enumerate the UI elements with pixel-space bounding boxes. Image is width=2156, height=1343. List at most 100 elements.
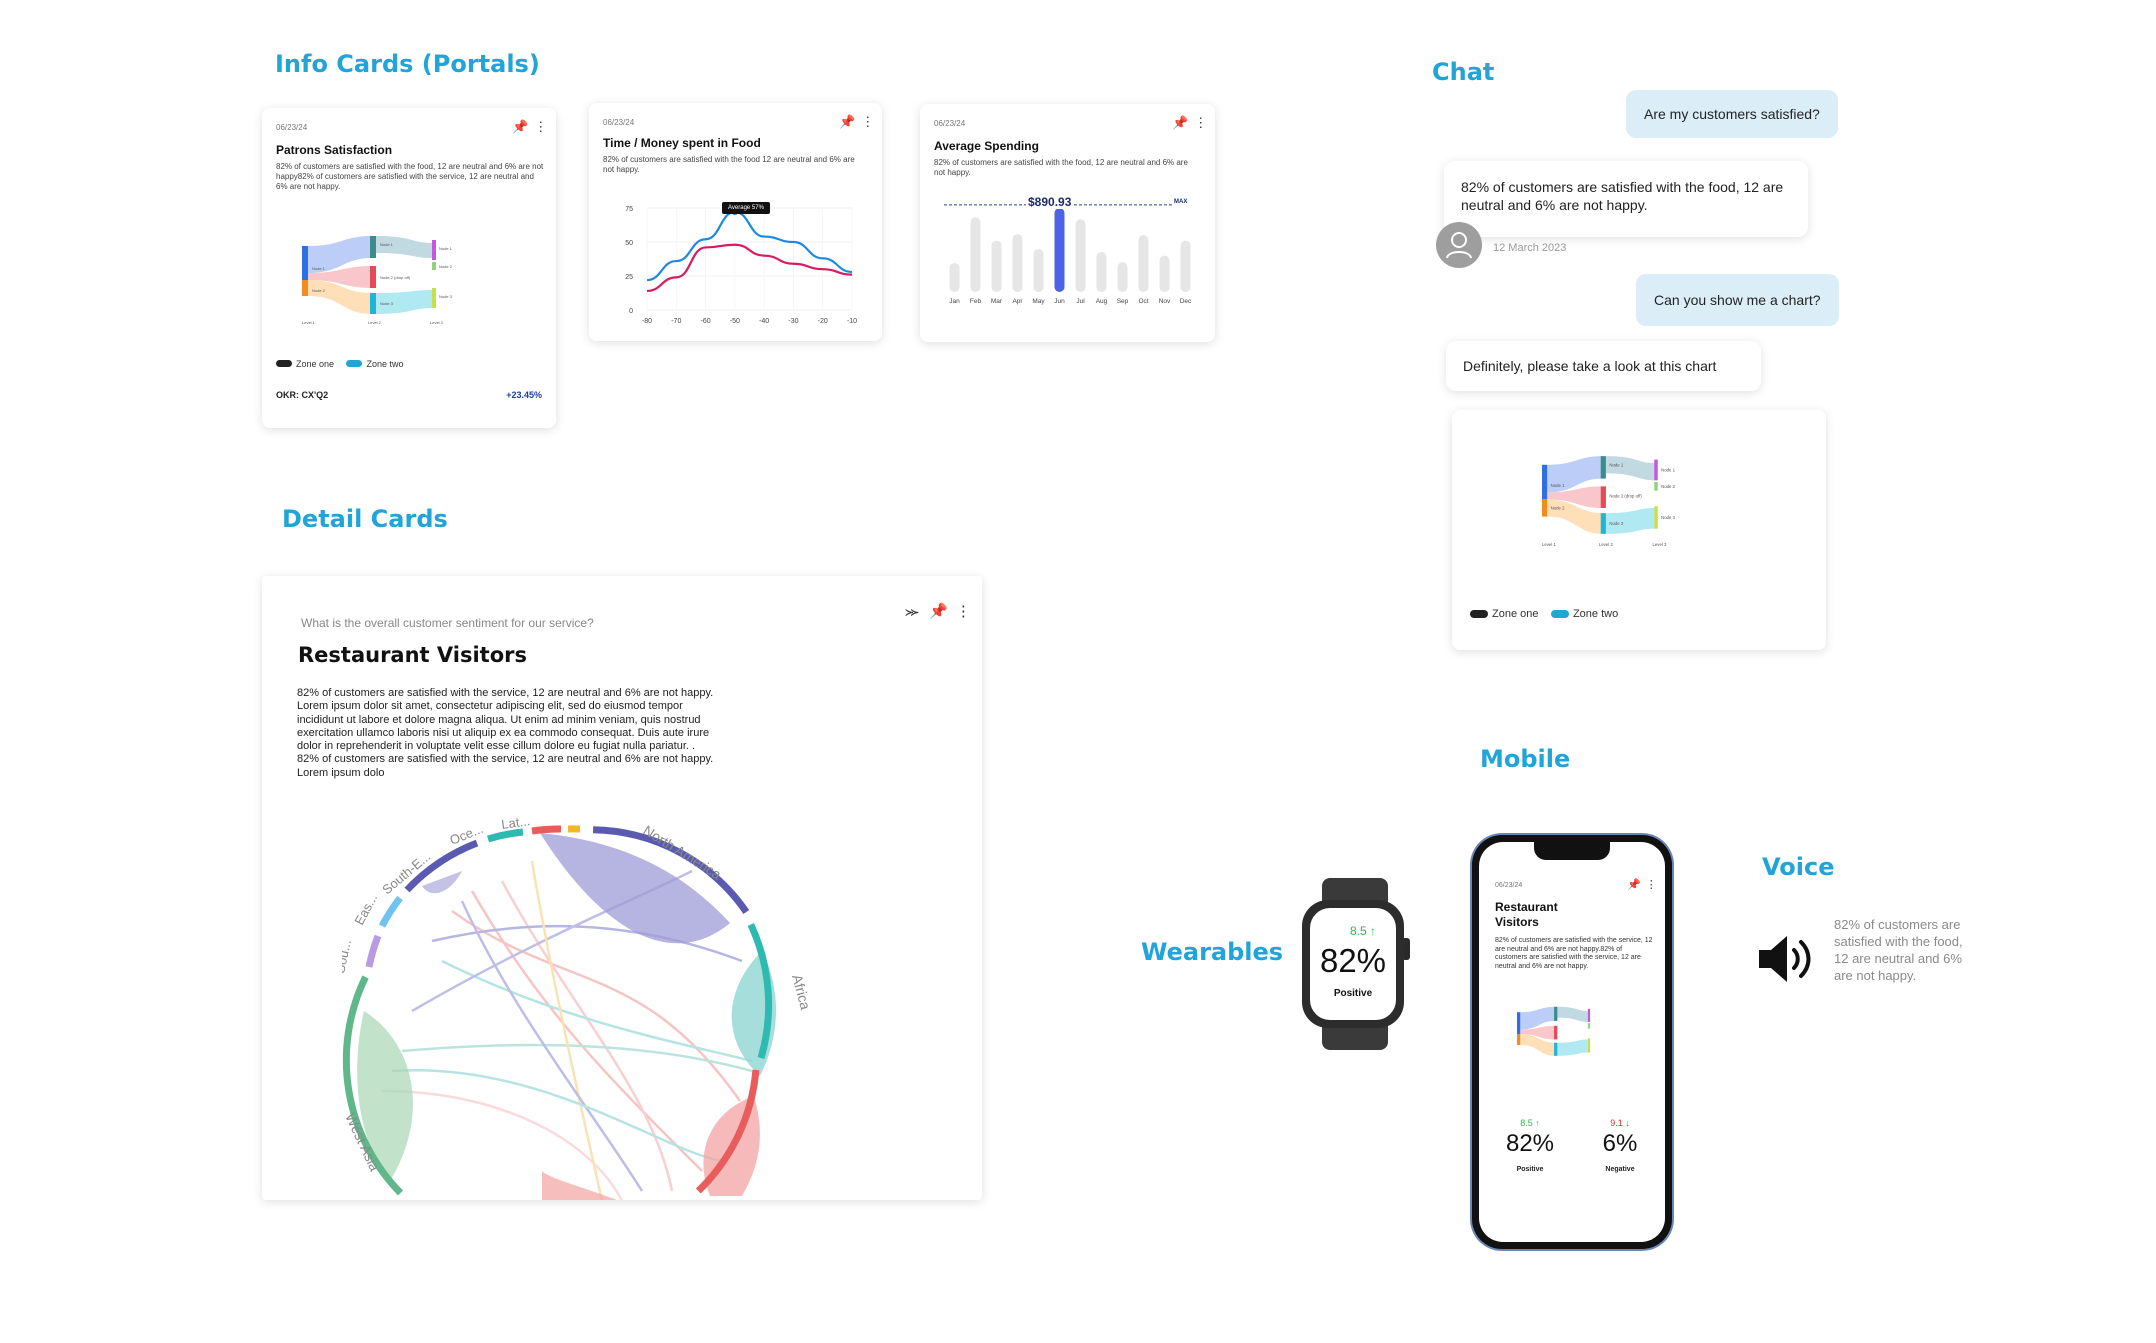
bar — [1159, 255, 1170, 292]
x-tick-label: -20 — [818, 318, 828, 325]
info-card-patrons[interactable]: 06/23/24 📌⋮ Patrons Satisfaction 82% of … — [262, 108, 556, 428]
okr-value: +23.45% — [506, 390, 542, 400]
pin-icon[interactable]: 📌 — [512, 119, 529, 134]
bar — [1033, 249, 1044, 292]
pin-icon[interactable]: 📌 — [1627, 879, 1641, 891]
phone-card-title: Restaurant Visitors — [1495, 900, 1558, 929]
sankey-node-label: Node 1 — [1661, 468, 1675, 473]
x-tick-label: Oct — [1138, 298, 1148, 305]
stat-value: 82% — [1505, 1130, 1555, 1157]
card-actions: 📌⋮ — [839, 114, 874, 130]
pin-icon[interactable]: 📌 — [1172, 115, 1189, 130]
stat-label: Positive — [1516, 1166, 1544, 1173]
avatar[interactable] — [1436, 222, 1482, 268]
section-title-info-cards: Info Cards (Portals) — [275, 50, 540, 78]
region-label-africa: Africa — [789, 973, 814, 1012]
region-label-eas: Eas... — [351, 891, 380, 927]
legend-swatch — [1550, 609, 1569, 618]
legend-item: Zone two — [1572, 607, 1619, 620]
pin-icon[interactable]: 📌 — [839, 114, 856, 129]
bar — [1138, 235, 1149, 292]
y-tick-label: 75 — [625, 206, 633, 213]
more-icon[interactable]: ⋮ — [861, 114, 875, 129]
chart-legend: Zone one Zone two — [276, 355, 412, 373]
more-icon[interactable]: ⋮ — [1194, 115, 1208, 130]
svg-text:Node 1: Node 1 — [312, 266, 326, 271]
more-icon[interactable]: ⋮ — [955, 603, 971, 620]
stat-delta: 9.1 ↓ — [1610, 1118, 1630, 1128]
max-label: MAX — [1174, 199, 1188, 205]
user-icon — [1446, 232, 1472, 259]
sankey-level-label: Level 3 — [1653, 542, 1667, 547]
bar — [1054, 208, 1065, 292]
more-icon[interactable]: ⋮ — [1645, 879, 1657, 891]
stat-delta: 8.5 ↑ — [1520, 1118, 1540, 1128]
x-tick-label: Nov — [1159, 298, 1171, 305]
stat-positive: 8.5 ↑ 82% Positive — [1495, 1118, 1565, 1173]
chart-tooltip: Average 57% — [722, 202, 770, 214]
svg-text:Level 1: Level 1 — [302, 320, 316, 325]
svg-text:Node 3: Node 3 — [439, 294, 453, 299]
legend-swatch — [346, 360, 363, 368]
speaker-icon[interactable] — [1755, 928, 1817, 990]
stat-value: 6% — [1602, 1130, 1638, 1157]
sankey-node-label: Node 2 — [1661, 484, 1675, 489]
y-tick-label: 50 — [625, 240, 633, 247]
x-tick-label: -80 — [642, 318, 652, 325]
section-title-chat: Chat — [1432, 58, 1495, 86]
pin-icon[interactable]: 📌 — [929, 603, 948, 620]
sankey-level-label: Level 2 — [1599, 542, 1613, 547]
svg-text:Node 2: Node 2 — [439, 264, 453, 269]
sankey-node-label: Node 1 — [1609, 463, 1623, 468]
sankey-chart — [1517, 1006, 1591, 1056]
card-description: 82% of customers are satisfied with the … — [934, 158, 1188, 177]
more-icon[interactable]: ⋮ — [534, 119, 548, 134]
detail-body: 82% of customers are satisfied with the … — [297, 687, 714, 779]
card-title: Time / Money spent in Food — [603, 136, 761, 150]
chat-message-text: Definitely, please take a look at this c… — [1463, 358, 1717, 374]
bar — [970, 217, 981, 292]
legend-item: Zone two — [366, 358, 404, 369]
detail-question: What is the overall customer sentiment f… — [301, 616, 594, 630]
x-tick-label: Feb — [970, 298, 982, 305]
chat-chart-card[interactable]: Node 1 Node 2 Node 1 Node 2 (drop off) N… — [1452, 410, 1826, 650]
card-date: 06/23/24 — [934, 119, 966, 128]
phone-card-actions: 📌⋮ — [1627, 878, 1657, 891]
share-icon[interactable]: ⪼ — [905, 603, 920, 620]
phone-card-description: 82% of customers are satisfied with the … — [1495, 937, 1653, 970]
card-date: 06/23/24 — [603, 118, 635, 127]
stat-negative: 9.1 ↓ 6% Negative — [1585, 1118, 1655, 1173]
chat-timestamp: 12 March 2023 — [1493, 242, 1567, 254]
x-tick-label: -10 — [847, 318, 857, 325]
watch-value: 82% — [1319, 942, 1387, 979]
info-card-average-spending[interactable]: 06/23/24 📌 ⋮ Average Spending 82% of cust… — [920, 104, 1215, 342]
chord-diagram: North America Africa West Asia Sou... Ea… — [342, 813, 814, 1200]
phone: 06/23/24 📌⋮ Restaurant Visitors 82% of c… — [1472, 835, 1672, 1249]
sankey-chart: Node 1 Node 2 Node 1 Node 2 (drop off) N… — [1542, 456, 1676, 547]
bar — [949, 263, 960, 292]
x-tick-label: -30 — [788, 318, 798, 325]
region-label-sou: Sou... — [342, 938, 354, 974]
section-title-detail-cards: Detail Cards — [282, 505, 448, 533]
x-tick-label: -70 — [671, 318, 681, 325]
y-tick-label: 0 — [629, 308, 633, 315]
x-tick-label: Mar — [991, 298, 1003, 305]
average-value: $890.93 — [1026, 195, 1074, 209]
section-title-voice: Voice — [1762, 853, 1835, 881]
card-description: 82% of customers are satisfied with the … — [603, 155, 855, 174]
section-title-wearables: Wearables — [1141, 938, 1284, 966]
y-tick-label: 25 — [625, 274, 633, 281]
x-tick-label: Jan — [949, 298, 960, 305]
card-actions: 📌⋮ — [512, 119, 547, 135]
watch-crown — [1402, 938, 1410, 960]
x-tick-label: Dec — [1180, 298, 1192, 305]
voice-transcript: 82% of customers are satisfied with the … — [1834, 917, 1963, 983]
sankey-node-label: Node 3 — [1609, 521, 1623, 526]
info-card-time-money[interactable]: 06/23/24 📌⋮ Time / Money spent in Food 8… — [589, 103, 882, 341]
card-title: Average Spending — [934, 139, 1039, 153]
sankey-node-label: Node 1 — [1551, 483, 1565, 488]
bar — [1075, 219, 1086, 292]
detail-card[interactable]: What is the overall customer sentiment f… — [262, 576, 982, 1200]
